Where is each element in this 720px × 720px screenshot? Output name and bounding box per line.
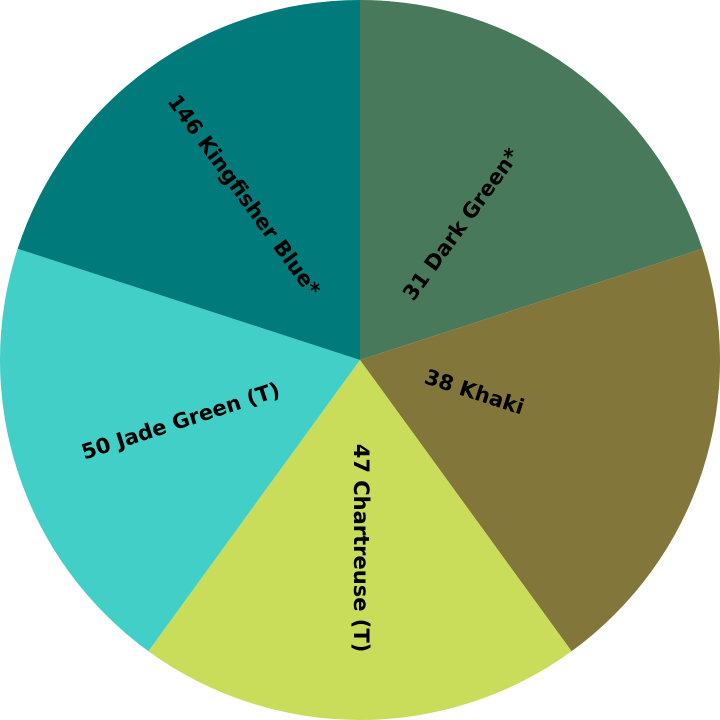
pie-slice [148,360,572,720]
pie-slice [360,248,720,652]
pie-slice [360,0,703,360]
slice-label: 47 Chartreuse (T) [349,444,373,653]
pie-slice [17,0,361,360]
pie-slice [0,248,360,652]
